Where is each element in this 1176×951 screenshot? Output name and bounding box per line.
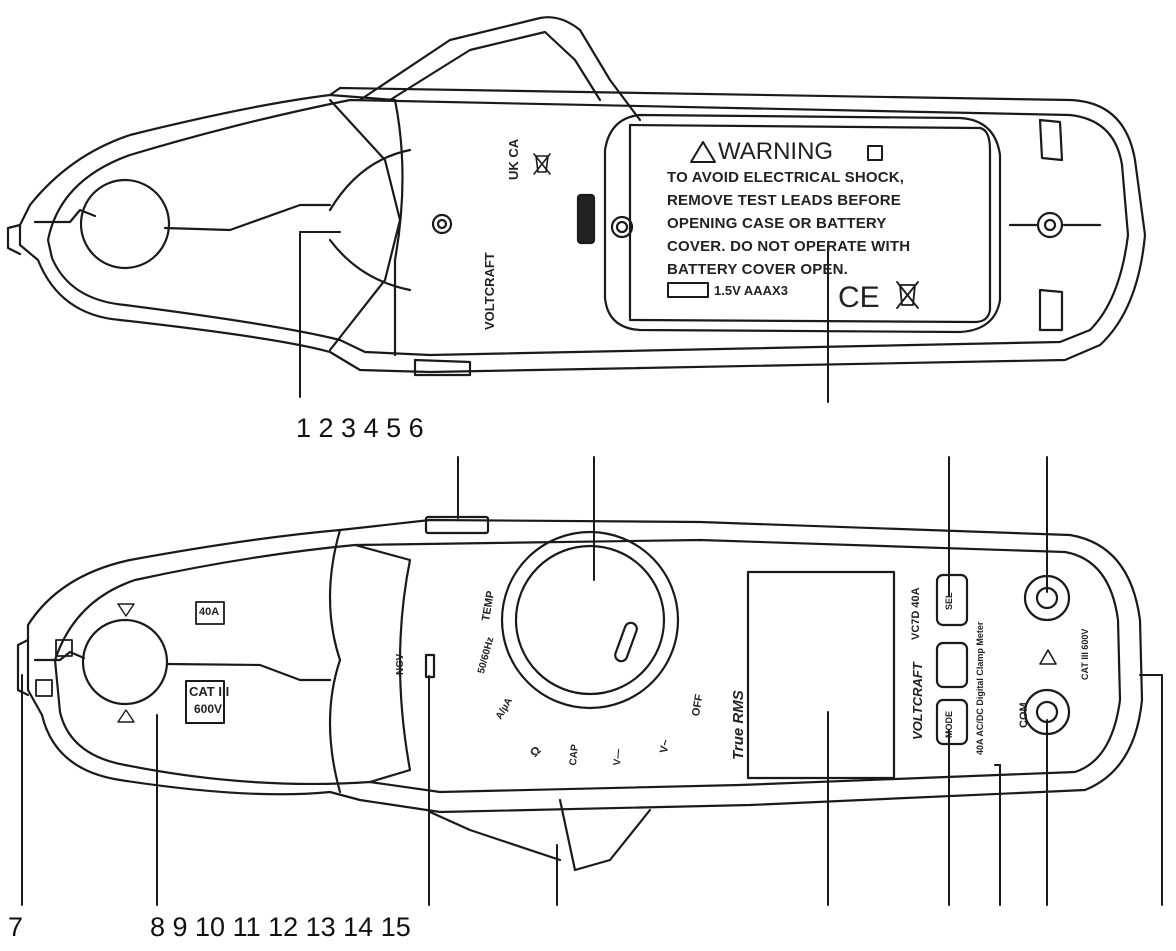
back-trigger-inner (388, 30, 602, 102)
back-brand: VOLTCRAFT (482, 252, 497, 330)
warning-line: TO AVOID ELECTRICAL SHOCK, (667, 169, 905, 186)
warning-line: REMOVE TEST LEADS BEFORE (667, 192, 901, 209)
front-jaw-split (165, 662, 332, 682)
meter-front-view (16, 456, 1163, 906)
back-screw-3 (1036, 211, 1064, 239)
warning-triangle-icon (690, 141, 716, 163)
back-screw-2-inner (615, 220, 629, 234)
ncv-label: NCV (395, 653, 406, 675)
callout-leaders (21, 456, 1163, 906)
double-insulation-icon (867, 145, 883, 161)
jaw-arrow-bottom (117, 709, 135, 723)
back-body-outline (18, 86, 1147, 374)
cat-voltage: 600V (194, 702, 223, 716)
warning-line: COVER. DO NOT OPERATE WITH (667, 238, 911, 255)
battery-cover (603, 113, 1002, 334)
cat-label-box (185, 680, 225, 724)
ukca-mark: UK CA (506, 138, 521, 180)
callout-numbers-top: 1 2 3 4 5 6 (296, 413, 424, 443)
current-badge-box (195, 601, 225, 625)
warning-triangle-icon-front (1039, 649, 1057, 665)
front-trigger (558, 798, 652, 872)
com-label: COM (1018, 702, 1030, 728)
back-jaw-split-right (163, 203, 332, 232)
dial-label-cap: CAP (568, 743, 581, 766)
rotary-dial-outer (500, 530, 680, 710)
back-screw-3-inner (1043, 218, 1057, 232)
front-body-inner (53, 538, 1122, 794)
rotary-dial[interactable] (514, 544, 666, 696)
dial-knob-pointer (614, 621, 638, 663)
sel-button[interactable] (935, 573, 969, 627)
ncv-sensor (424, 653, 436, 679)
lcd-display (746, 570, 896, 780)
back-jaw-tip (6, 223, 22, 256)
jaw-arrow-top (117, 603, 135, 617)
back-body-inner (46, 98, 1130, 357)
cat-jack-label: CAT III 600V (1080, 628, 1090, 680)
back-jaw-housing (328, 93, 404, 357)
warning-title: WARNING (718, 138, 834, 165)
meter-back-view: CE (6, 16, 1147, 403)
front-trigger-2 (428, 810, 562, 862)
current-badge: 40A (199, 606, 220, 618)
meter-description: 40A AC/DC Digital Clamp Meter (975, 621, 985, 755)
battery-cover-inner (628, 123, 992, 324)
mode-button[interactable] (935, 698, 969, 746)
front-body-outline (26, 518, 1144, 814)
callout-number-7: 7 (8, 912, 24, 942)
hold-button[interactable] (935, 641, 969, 689)
jaw-marker-1 (55, 639, 73, 657)
front-jaw-housing (328, 528, 412, 794)
cover-latch (576, 193, 596, 245)
back-jaw-hole (79, 178, 171, 270)
back-right-detail (1038, 118, 1064, 332)
warning-text: TO AVOID ELECTRICAL SHOCK, REMOVE TEST L… (667, 166, 910, 281)
cat-label: CAT III (189, 684, 230, 699)
battery-spec: 1.5V AAAX3 (714, 283, 788, 298)
battery-icon (667, 282, 709, 298)
back-screw-1-inner (436, 218, 448, 230)
dial-label-vac: V~ (658, 738, 673, 755)
weee-bin-icon (896, 281, 919, 309)
jaw-marker-2 (35, 679, 53, 697)
back-jaw-housing-2 (328, 148, 412, 292)
dial-label-vdc: V— (612, 748, 625, 766)
weee-bin-icon-2 (533, 153, 551, 175)
back-jaw-split (33, 208, 97, 224)
model-label: VC7D 40A (910, 587, 922, 640)
ce-mark: CE (838, 281, 880, 314)
back-trigger (358, 16, 642, 122)
back-bottom-buttons (413, 358, 472, 377)
front-jaw-hole (81, 618, 169, 706)
callout-numbers-bottom: 8 9 10 11 12 13 14 15 (150, 912, 411, 942)
warning-line: OPENING CASE OR BATTERY (667, 215, 887, 232)
back-screw-2 (610, 215, 634, 239)
sel-button-label: SEL (944, 592, 954, 610)
mode-button-label: MODE (944, 711, 954, 738)
true-rms-label: True RMS (730, 690, 747, 760)
warning-line: BATTERY COVER OPEN. (667, 261, 849, 278)
front-brand: VOLTCRAFT (910, 662, 925, 740)
back-screw-1 (431, 213, 453, 235)
